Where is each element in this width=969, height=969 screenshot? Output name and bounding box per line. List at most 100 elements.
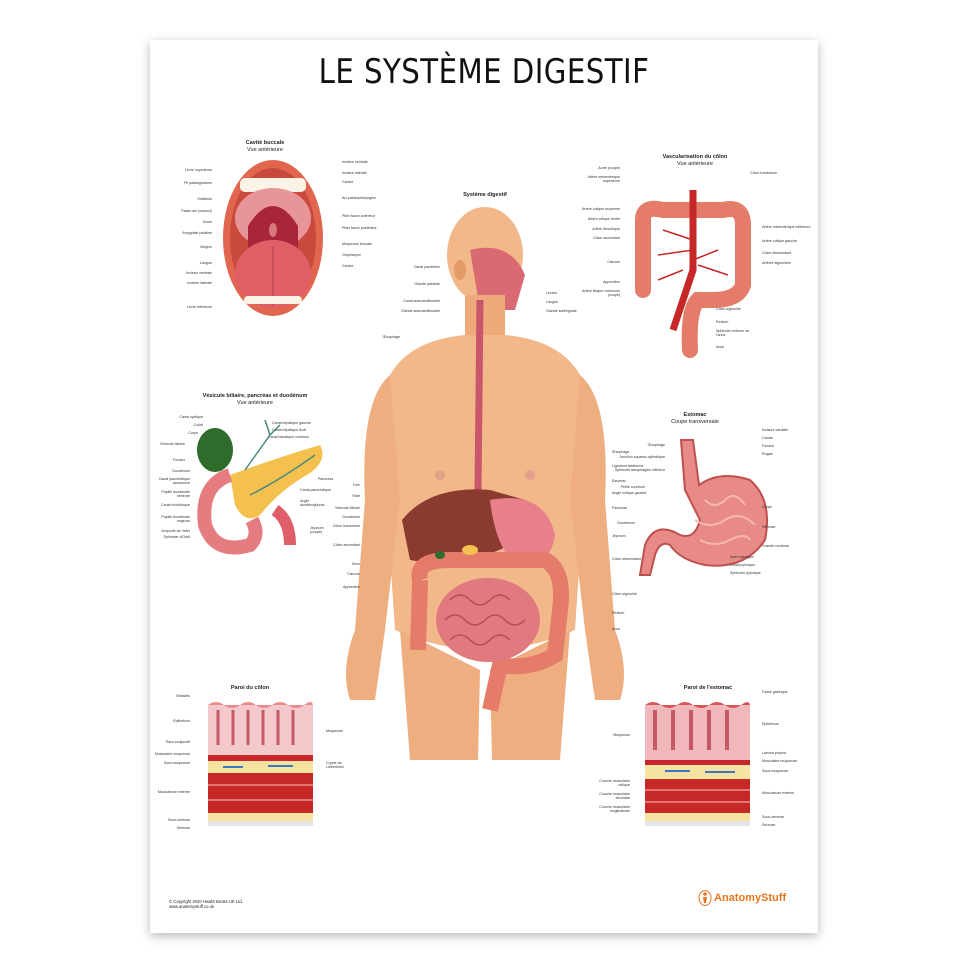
anatomystuff-logo-icon [698,890,712,906]
label: Muqueuse [613,733,630,737]
label: Crypte de Lieberkühn [326,761,344,769]
label: Rugae [762,452,773,456]
label: Œsophage [612,450,630,454]
label: Cæcum [347,572,360,576]
label: Sphincter externe de l'anus [716,329,750,337]
stomach-illustration [638,439,769,576]
pancreas-subtitle: Vue antérieure [237,399,273,406]
label: Fundus [173,458,185,462]
label: Appendice [603,280,620,284]
label: Lamina propria [762,751,786,755]
label: Artère mésentérique supérieure [587,175,620,183]
label: Pancréas [318,477,334,481]
label: Artère mésentérique inférieure [762,225,811,229]
label: Langue [200,261,212,265]
label: Pli palatoglossien [184,181,212,185]
label: Musculaire muqueuse [154,752,190,756]
label: Côlon sigmoïde [612,592,637,596]
label: Côlon sigmoïde [716,307,741,311]
label: Musculeuse externe [762,791,795,795]
label: Iléon [352,562,360,566]
mouth-subtitle: Vue antérieure [247,146,283,153]
website-url[interactable]: www.anatomystuff.co.uk [169,904,215,910]
label: Canal cholédoque [161,503,190,507]
label: Rectum [612,611,625,615]
poster-title: LE SYSTÈME DIGESTIF [318,52,650,92]
label: Canine [342,180,354,184]
colon-vascular-illustration [635,190,751,358]
label: Sous-muqueuse [762,769,789,773]
label: Gingive [199,245,212,249]
system-title: Système digestif [463,192,507,198]
label: Sous-muqueuse [163,761,190,765]
label: Cæcum [607,260,620,264]
poster: LE SYSTÈME DIGESTIF Cavité buccale Vue a… [150,40,818,933]
label: Jéjunum [612,534,626,538]
pancreas-illustration [197,419,323,555]
mouth-panel-title: Cavité buccale Vue antérieure [220,140,310,153]
label: Anus [716,345,725,349]
label: Rectum [716,320,729,324]
mouth-title: Cavité buccale [245,140,285,146]
label: Canine [342,264,354,268]
stomach-wall-title: Paroi de l'estomac [683,685,733,691]
label: Fosse gastrique [762,690,788,694]
mouth-illustration [223,160,323,316]
label: Œsophage [647,443,665,447]
label: Canal hépatique commun [268,435,309,439]
label: Artère colique droite [587,217,620,221]
anatomystuff-logo: AnatomyStuff [698,890,786,906]
label: Collet [193,423,203,427]
label: Sphincter œsophagien inférieur [614,468,665,472]
colon-vascular-title: Vascularisation du côlon [662,154,728,160]
stomach-panel-title: Estomac Coupe transversale [650,412,740,425]
footer-copyright-block: © Copyright 2020 Health Books UK Ltd. ww… [169,899,243,910]
brand-name: AnatomyStuff [714,892,787,904]
label: Palais dur (osseux) [181,209,212,213]
label: Musculaire muqueuse [762,759,798,763]
label: Sphincter pylorique [730,571,761,575]
label: Grande courbure [762,544,790,548]
label: Canal pylorique [730,563,755,567]
colon-wall-title: Paroi du côlon [230,685,270,691]
label: Duodénum [172,469,190,473]
label: Jonction squamo-cylindrique [619,455,665,459]
label: Pilier fauce antérieur [342,214,375,218]
colon-wall-illustration [208,702,313,826]
label: Papille duodénale majeure [161,515,190,523]
label: Tissu conjonctif [165,740,190,744]
label: Épithélium [173,719,190,723]
label: Petite courbure [620,485,645,489]
stomach-subtitle: Coupe transversale [671,418,719,425]
label: Côlon transverse [750,171,778,175]
human-body-illustration [346,207,624,760]
label: Glande sublinguale [546,309,577,313]
label: Villosités [175,694,190,698]
copyright-text: © Copyright 2020 Health Books UK Ltd. [169,899,243,904]
label: Sous-séreuse [167,818,190,822]
label: Jéjunum (coupé) [310,526,324,534]
label: Artère iliaque commune (coupé) [582,289,620,297]
label: Lèvres [546,291,557,295]
label: Vésicule biliaire [335,506,360,510]
stomach-title: Estomac [683,412,707,418]
label: Œsophage [382,335,400,339]
label: Côlon descendant [762,251,791,255]
label: Canal hépatique droit [272,428,307,432]
label: Aorte (coupé) [598,166,620,170]
label: Séreuse [176,826,190,830]
label: Lèvre inférieure [187,305,212,309]
label: Couche musculaire oblique [599,779,630,787]
label: Artères sigmoïdes [762,261,791,265]
label: Cardia [762,436,773,440]
label: Séreuse [762,525,776,529]
label: Glande parotide [414,282,440,286]
label: Angle duodénojéjunal [300,499,325,507]
label: Côlon descendant [612,557,641,561]
label: Antre pylorique [730,555,755,559]
label: Séreuse [762,823,776,827]
label: Artère colique moyenne [582,207,620,211]
label: Artère iléocolique [592,227,620,231]
label: Vésicule biliaire [160,442,185,446]
label: Incisive latérale [342,171,367,175]
